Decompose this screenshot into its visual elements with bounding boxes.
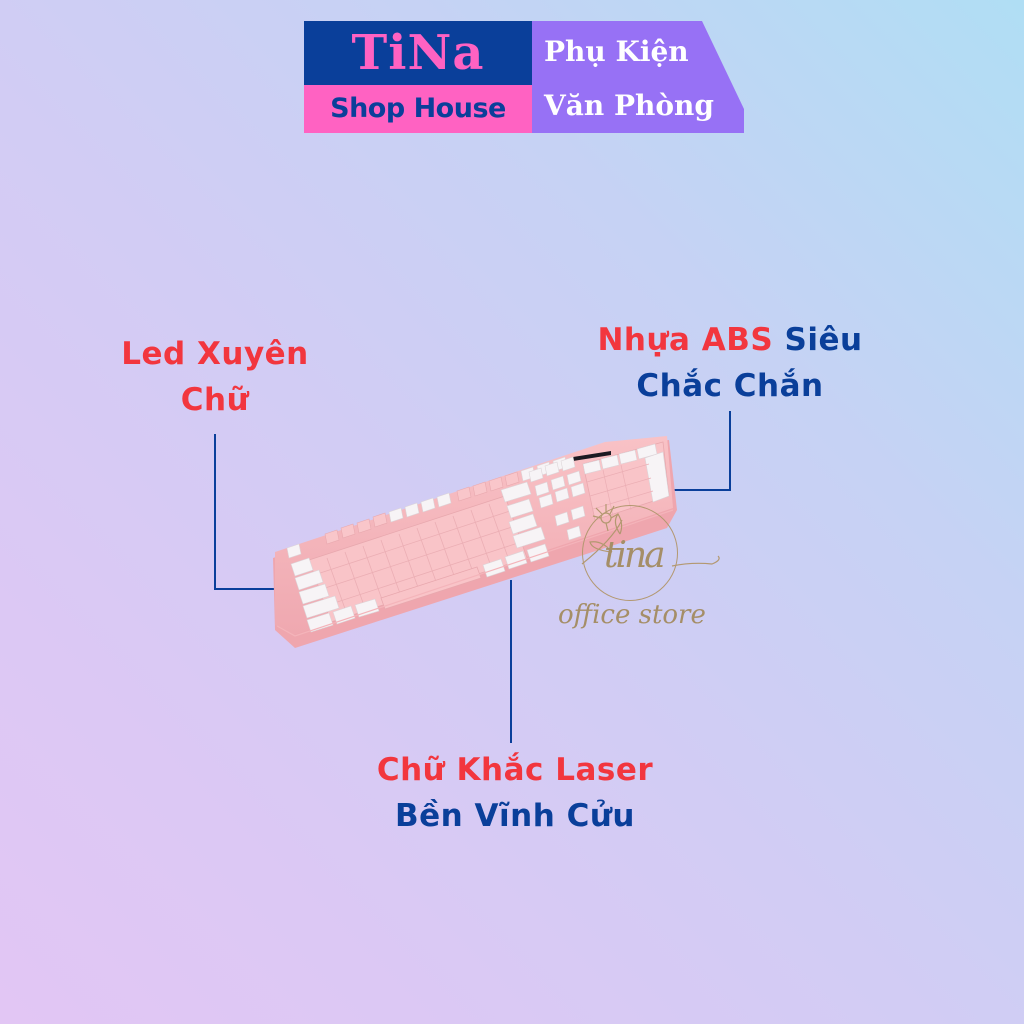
callout-abs: Nhựa ABS Siêu Chắc Chắn	[575, 317, 885, 409]
watermark-caption: office store	[558, 600, 706, 630]
connector-laser-vertical	[510, 580, 512, 743]
callout-abs-red-text: Nhựa ABS	[597, 322, 774, 358]
callout-laser-line2: Bền Vĩnh Cửu	[395, 798, 635, 834]
callout-led: Led Xuyên Chữ	[100, 331, 330, 423]
category-line-1: Phụ Kiện	[544, 35, 689, 68]
watermark-script-text: tina	[604, 535, 666, 576]
watermark-circle	[582, 505, 678, 601]
callout-laser-line1: Chữ Khắc Laser	[376, 752, 654, 788]
connector-abs-horizontal	[664, 489, 731, 491]
banner-navy-block	[304, 21, 532, 85]
callout-laser: Chữ Khắc Laser Bền Vĩnh Cửu	[355, 747, 675, 839]
watermark-flower-icon	[581, 504, 720, 567]
connector-led-vertical	[214, 434, 216, 590]
callout-abs-blue-text: Siêu	[784, 322, 863, 358]
connector-abs-vertical	[729, 411, 731, 491]
keyboard-product-image	[265, 430, 685, 660]
brand-banner: TiNa Shop House Phụ Kiện Văn Phòng	[304, 21, 744, 133]
brand-name: TiNa	[351, 25, 485, 81]
callout-abs-line2: Chắc Chắn	[636, 368, 824, 404]
callout-led-line1: Led Xuyên	[121, 336, 309, 372]
connector-led-horizontal	[214, 588, 284, 590]
callout-abs-line1: Nhựa ABS Siêu	[575, 317, 885, 363]
brand-subtitle: Shop House	[330, 93, 506, 124]
callout-led-line2: Chữ	[180, 382, 250, 418]
banner-pink-block	[304, 85, 532, 133]
category-line-2: Văn Phòng	[544, 89, 714, 122]
banner-purple-block	[532, 21, 744, 133]
keyboard-illustration	[273, 436, 677, 648]
